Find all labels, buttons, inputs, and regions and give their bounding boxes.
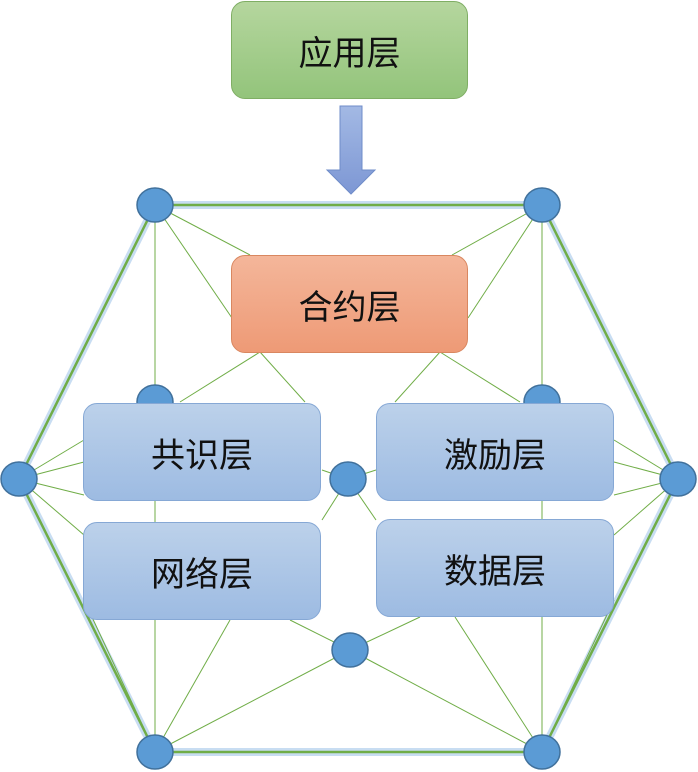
node-right: [659, 461, 697, 497]
node-top-right: [523, 187, 561, 223]
incentive-layer-label: 激励层: [444, 435, 546, 476]
nodes: [0, 187, 697, 770]
node-center: [329, 461, 367, 497]
data-layer-label: 数据层: [444, 551, 546, 592]
incentive-layer-box: 激励层: [376, 403, 614, 501]
node-bottom-right: [523, 734, 561, 770]
consensus-layer-box: 共识层: [83, 403, 321, 501]
network-layer-box: 网络层: [83, 522, 321, 620]
application-layer-label: 应用层: [298, 33, 401, 74]
node-bottom-left: [136, 734, 174, 770]
down-arrow-icon: [325, 105, 377, 195]
node-top-left: [136, 187, 174, 223]
contract-layer-box: 合约层: [231, 255, 468, 353]
consensus-layer-label: 共识层: [151, 435, 253, 476]
node-left: [0, 461, 38, 497]
network-layer-label: 网络层: [151, 554, 253, 595]
node-lower-center: [331, 632, 369, 668]
contract-layer-label: 合约层: [298, 287, 401, 328]
data-layer-box: 数据层: [376, 519, 614, 617]
application-layer-box: 应用层: [231, 1, 468, 99]
